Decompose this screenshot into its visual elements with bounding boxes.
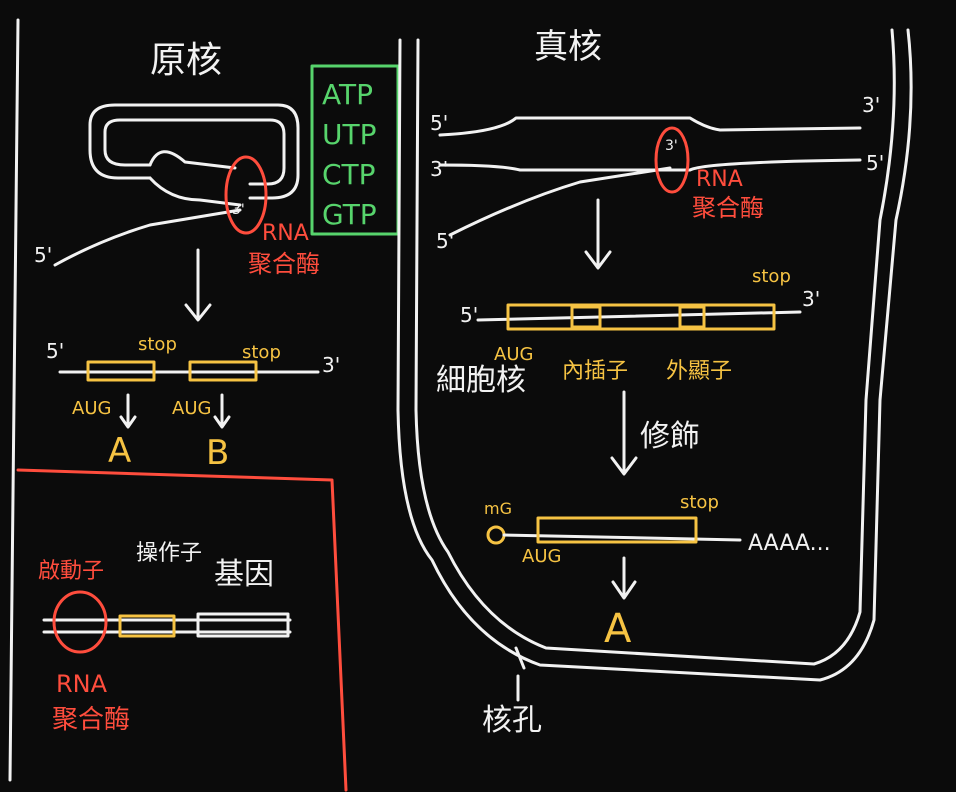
euk-dna-bottom (440, 160, 860, 170)
operon-rna-polymerase (54, 592, 106, 652)
euk-5prime-right: 5' (866, 151, 884, 175)
premrna-aug: AUG (494, 344, 533, 365)
exon-label: 外顯子 (666, 359, 732, 384)
nucleotide-utp: UTP (322, 118, 376, 151)
left-border-line (10, 20, 18, 780)
prokaryote-rna-5prime: 5' (34, 243, 52, 267)
euk-5prime-bottom: 5' (436, 229, 454, 253)
premrna-line (478, 312, 800, 320)
nuclear-pore-label: 核孔 (482, 703, 542, 738)
nucleotide-ctp: CTP (322, 158, 376, 191)
prok-mrna-5prime: 5' (46, 339, 64, 363)
mature-stop: stop (680, 492, 719, 513)
intron-label: 內插子 (562, 359, 628, 384)
nucleotide-gtp: GTP (322, 198, 377, 231)
nucleus-label: 細胞核 (436, 363, 526, 398)
prokaryote-title: 原核 (150, 40, 222, 81)
modification-label: 修飾 (640, 419, 700, 454)
protein-a: A (108, 431, 131, 471)
nuclear-membrane-inner (416, 30, 894, 664)
euk-pol-3prime: 3' (665, 138, 678, 154)
prokaryote-pol-3prime: 3' (232, 202, 245, 218)
cap-circle (488, 527, 504, 543)
euk-protein-a: A (604, 606, 632, 652)
euk-3prime-left: 3' (430, 157, 448, 181)
operon-rna-pol-1: RNA (56, 670, 108, 698)
euk-3prime-right: 3' (862, 93, 880, 117)
euk-rna-pol-label-2: 聚合酶 (692, 194, 764, 222)
operon-rna-pol-2: 聚合酶 (52, 705, 130, 735)
promoter-label: 啟動子 (38, 559, 104, 584)
prokaryote-rna-pol-label-1: RNA (262, 221, 309, 246)
mature-aug: AUG (522, 546, 561, 567)
prok-mrna-3prime: 3' (322, 353, 340, 377)
prokaryote-rna-pol-label-2: 聚合酶 (248, 250, 320, 278)
premrna-stop: stop (752, 266, 791, 287)
euk-5prime-left: 5' (430, 111, 448, 135)
intron-2-hatch (680, 307, 704, 327)
euk-rna-strand (450, 168, 670, 235)
prokaryote-rna-polymerase-circle (226, 157, 266, 233)
eukaryote-title: 真核 (534, 27, 602, 67)
operator-label: 操作子 (136, 541, 202, 566)
operon-frame (18, 470, 346, 790)
dna-loop-inner (105, 120, 284, 184)
stop-2: stop (242, 342, 281, 363)
dna-bubble-top (150, 152, 235, 168)
prokaryote-rna-strand (55, 210, 240, 265)
euk-rna-pol-label-1: RNA (696, 167, 743, 192)
premrna-5prime: 5' (460, 303, 478, 327)
aug-1: AUG (72, 398, 111, 419)
aug-2: AUG (172, 398, 211, 419)
cap-label: mG (484, 499, 512, 518)
polya-tail: AAAA... (748, 531, 831, 556)
euk-dna-top (440, 118, 860, 135)
premrna-3prime: 3' (802, 287, 820, 311)
stop-1: stop (138, 334, 177, 355)
nucleotide-atp: ATP (322, 78, 373, 111)
protein-b: B (206, 433, 229, 473)
gene-label: 基因 (214, 557, 274, 592)
